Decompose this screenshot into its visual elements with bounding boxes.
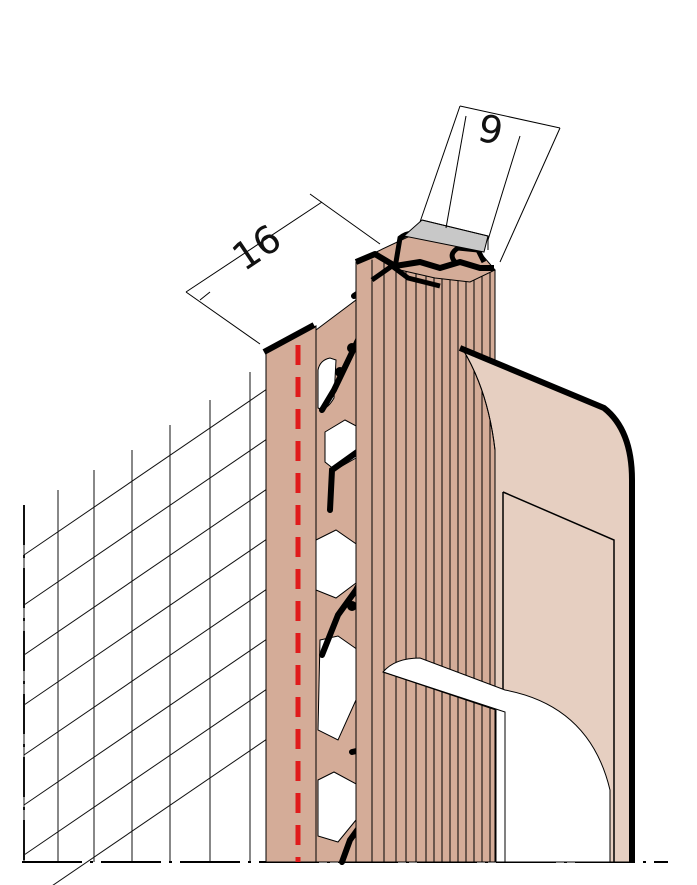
dimension-label-16: 16	[224, 216, 289, 280]
peel-off-strip	[382, 657, 611, 863]
dimension-label-9: 9	[474, 106, 507, 154]
tape-area	[502, 491, 615, 862]
dimension-9	[419, 105, 561, 263]
dimension-16	[185, 193, 381, 345]
ribbed-profile-body	[355, 253, 496, 863]
mesh-flange-strip	[262, 322, 317, 863]
profile-head	[354, 219, 496, 289]
